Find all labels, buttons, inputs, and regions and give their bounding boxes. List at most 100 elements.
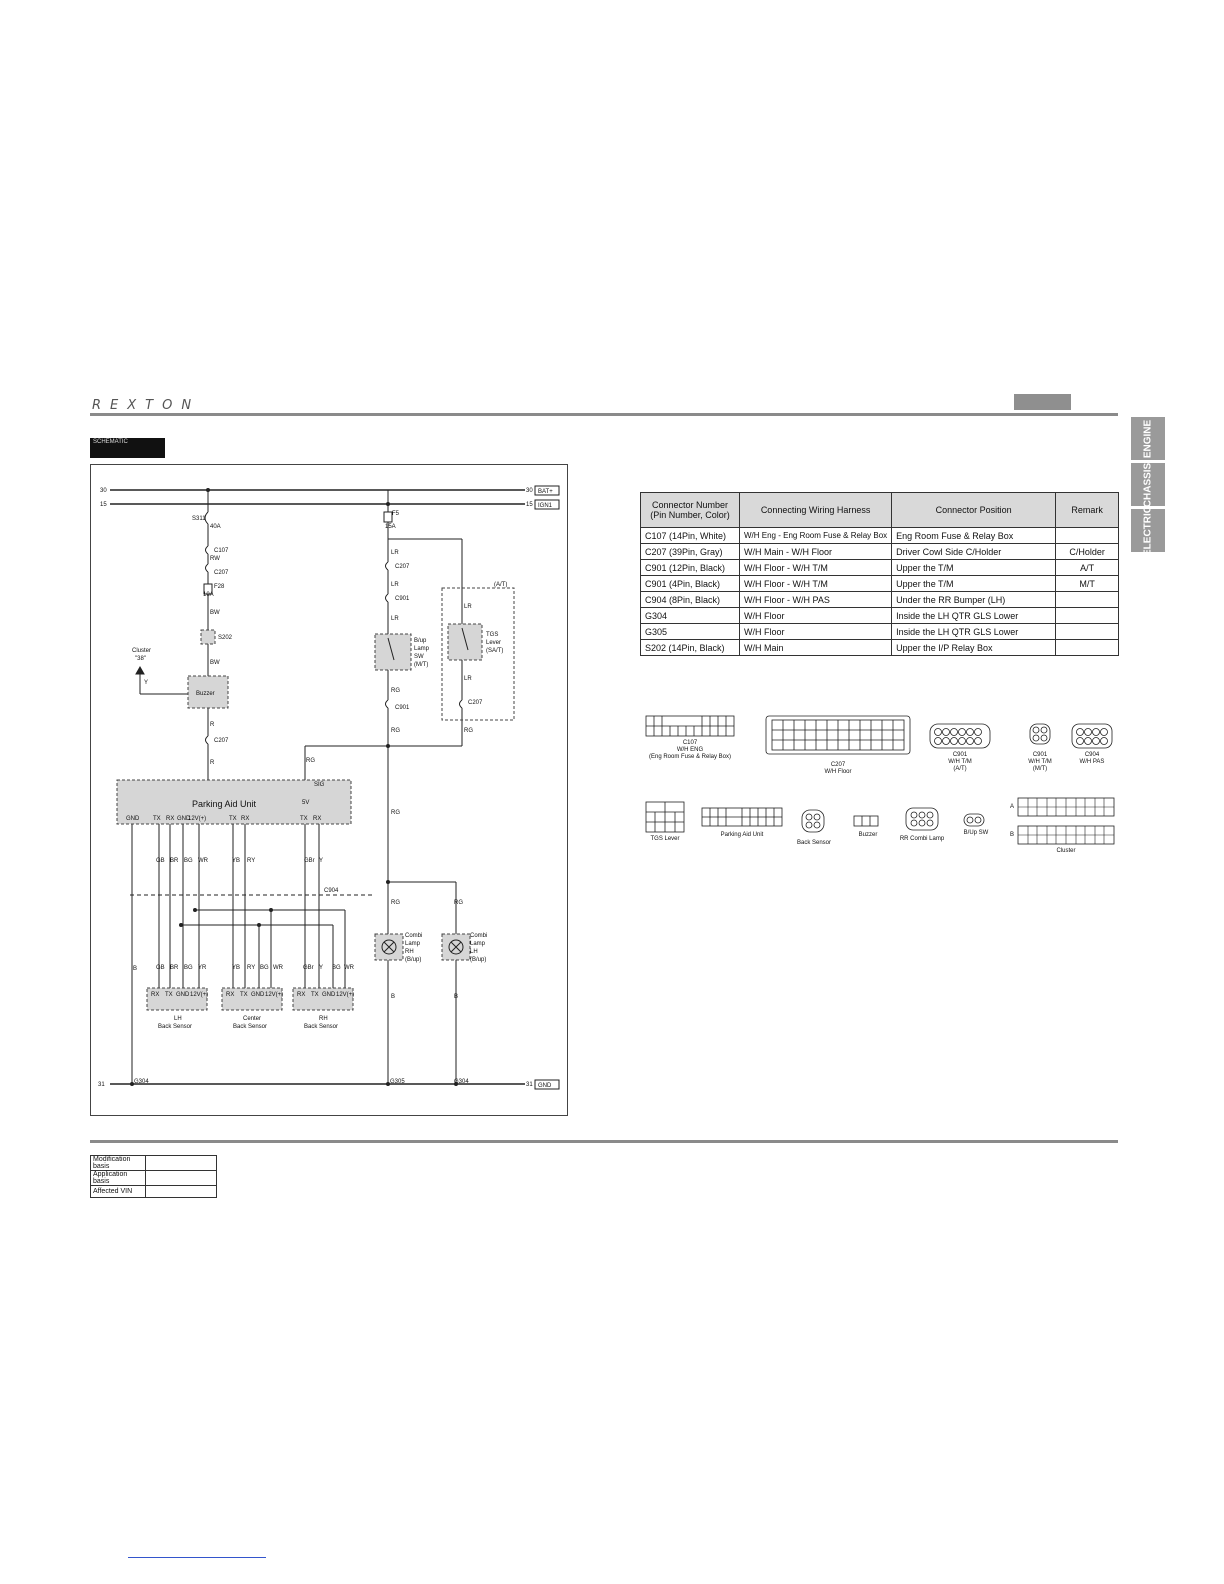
cell: C901 (4Pin, Black) <box>640 575 740 592</box>
footer-link-underline[interactable] <box>128 1557 266 1558</box>
section-tab: SCHEMATIC <box>90 438 165 458</box>
c901-label-1: C901 <box>395 596 410 602</box>
footer-divider <box>90 1140 1118 1143</box>
c901-at-view-label-2: W/H T/M <box>948 759 972 765</box>
r-label-1: R <box>210 722 215 728</box>
buzzer-view-label: Buzzer <box>859 832 878 838</box>
combi-rh-label-3: RH <box>405 949 414 955</box>
rg-label-4: RG <box>306 758 315 764</box>
wr-label-1: WR <box>198 858 209 864</box>
rh-sensor-label-1: RH <box>319 1016 328 1022</box>
pau-box <box>116 779 352 825</box>
c901-mt-view-label-2: W/H T/M <box>1028 759 1052 765</box>
cell: G305 <box>640 623 740 640</box>
c901-at-view-label-1: C901 <box>953 752 968 758</box>
fuse-40a-label: 40A <box>210 524 221 530</box>
g304-label-2: G304 <box>454 1079 469 1085</box>
cell <box>1055 591 1119 608</box>
pau-pin-7: RX <box>241 816 249 822</box>
bg-label-1: BG <box>184 858 193 864</box>
br-label-2: BR <box>170 965 179 971</box>
bw-label-2: BW <box>210 660 220 666</box>
cell: Upper the T/M <box>891 559 1057 576</box>
tgs-label-3: (SA/T) <box>486 648 503 654</box>
gb-label-1: GB <box>156 858 165 864</box>
yb-label-1: YB <box>232 858 240 864</box>
lh-sensor-label-1: LH <box>174 1016 182 1022</box>
cell: S202 (14Pin, Black) <box>640 639 740 656</box>
yr-label-1: YR <box>198 965 207 971</box>
c207-label-3: C207 <box>395 564 410 570</box>
c207-view-label-2: W/H Floor <box>825 769 852 775</box>
combi-rh-label-1: Combi <box>405 933 422 939</box>
mod-key: Affected VIN <box>90 1185 146 1198</box>
c207-view-label-1: C207 <box>831 762 846 768</box>
bup-sw-view-label: B/Up SW <box>964 830 989 836</box>
cell: C904 (8Pin, Black) <box>640 591 740 608</box>
page-number-tab <box>1014 394 1071 410</box>
cell: W/H Eng - Eng Room Fuse & Relay Box <box>738 527 893 544</box>
rail-15-left: 15 <box>100 502 107 508</box>
pau-pin-9: RX <box>313 816 321 822</box>
rexton-logo: REXTON <box>92 398 201 413</box>
rg-label-1: RG <box>391 688 400 694</box>
gbr-label-2: GBr <box>303 965 314 971</box>
gnd-tag: GND <box>538 1083 552 1089</box>
cell <box>1055 607 1119 624</box>
rg-label-2: RG <box>391 728 400 734</box>
combi-lh-label-2: Lamp <box>470 941 486 947</box>
gb-label-2: GB <box>156 965 165 971</box>
rg-label-5: RG <box>391 810 400 816</box>
s202-splice <box>200 629 216 645</box>
tab-electric[interactable]: ELECTRIC <box>1131 506 1165 556</box>
pau-pin-3: RX <box>166 816 174 822</box>
ry-label-2: RY <box>247 965 255 971</box>
table-row: C107 (14Pin, White)W/H Eng - Eng Room Fu… <box>640 527 1119 544</box>
cell: M/T <box>1055 575 1119 592</box>
tgs-label-1: TGS <box>486 632 498 638</box>
cell: A/T <box>1055 559 1119 576</box>
buzzer-label: Buzzer <box>196 691 215 697</box>
pau-pin-4: GND <box>177 816 191 822</box>
c904-view-label-2: W/H PAS <box>1080 759 1105 765</box>
fuse-15a-label: 15A <box>385 524 396 530</box>
lh-pin-rx: RX <box>151 992 159 998</box>
pau-pin-8: TX <box>300 816 308 822</box>
connector-views: C107 W/H ENG (Eng Room Fuse & Relay Box)… <box>645 715 1115 854</box>
cell <box>1055 639 1119 656</box>
sig-label: SIG <box>314 782 325 788</box>
rg-label-7: RG <box>454 900 463 906</box>
tab-chassis[interactable]: CHASSIS <box>1131 462 1165 507</box>
ry-label-1: RY <box>247 858 255 864</box>
bup-sw-label-2: Lamp <box>414 646 430 652</box>
c901-at-view-label-3: (A/T) <box>953 766 966 772</box>
wr-label-3: WR <box>344 965 355 971</box>
bat-tag: BAT+ <box>538 489 553 495</box>
cluster-row-a: A <box>1010 804 1014 810</box>
cell: W/H Floor - W/H PAS <box>738 591 893 608</box>
wiring-diagram-frame <box>90 464 568 1116</box>
rg-label-3: RG <box>464 728 473 734</box>
rh-pin-rx: RX <box>297 992 305 998</box>
s311-label: S311 <box>192 516 206 522</box>
y-label-2: Y <box>319 858 323 864</box>
connector-table-header: Connector Number (Pin Number, Color) Con… <box>640 492 1119 528</box>
wiring-diagram: BAT+ IGN1 GND 30 30 15 15 31 31 S311 40A… <box>98 485 560 1090</box>
combi-lh-label-4: (B/up) <box>470 957 486 963</box>
col-remark: Remark <box>1055 492 1119 528</box>
br-label-1: BR <box>170 858 179 864</box>
rail-15-right: 15 <box>526 502 533 508</box>
cell: W/H Floor - W/H T/M <box>738 575 893 592</box>
gbr-label-1: GBr <box>304 858 315 864</box>
tab-engine[interactable]: ENGINE <box>1131 417 1165 460</box>
combi-lh-label-1: Combi <box>470 933 487 939</box>
cell: W/H Main <box>738 639 893 656</box>
mod-value <box>145 1170 217 1186</box>
mod-value <box>145 1155 217 1171</box>
cell: C107 (14Pin, White) <box>640 527 740 544</box>
